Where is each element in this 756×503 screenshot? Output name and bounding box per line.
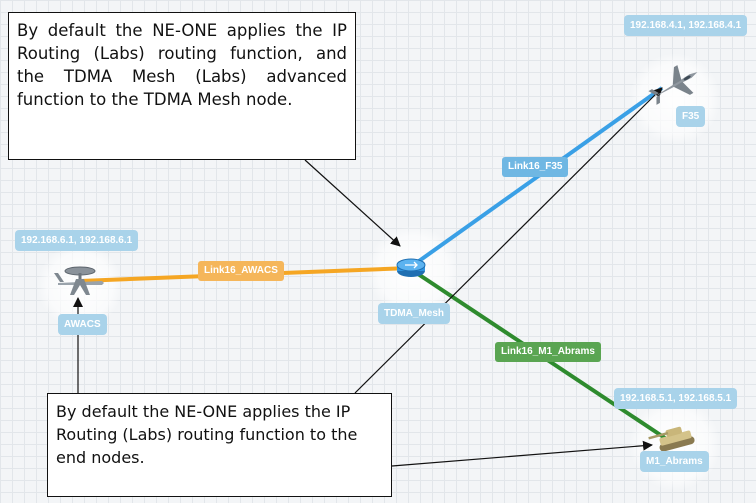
awacs-aircraft-icon[interactable]: [54, 266, 104, 295]
awacs-node-label[interactable]: AWACS: [58, 314, 107, 335]
link-awacs-label[interactable]: Link16_AWACS: [198, 261, 284, 281]
abrams-ip-tag: 192.168.5.1, 192.168.5.1: [614, 388, 738, 409]
link-f35-label[interactable]: Link16_F35: [502, 157, 569, 177]
f35-ip-tag: 192.168.4.1, 192.168.4.1: [624, 15, 748, 36]
abrams-node-label[interactable]: M1_Abrams: [640, 451, 709, 472]
fighter-jet-icon[interactable]: [644, 58, 705, 112]
hub-node-label[interactable]: TDMA_Mesh: [378, 303, 451, 324]
f35-node-label[interactable]: F35: [676, 106, 706, 127]
link-abrams-label[interactable]: Link16_M1_Abrams: [495, 342, 601, 362]
router-hub-icon[interactable]: [396, 258, 426, 277]
callout-arrow-to-hub: [304, 159, 401, 247]
tank-icon[interactable]: [648, 424, 696, 455]
callout-arrow-to-f35: [354, 87, 663, 394]
callout-tdma-mesh-note: By default the NE-ONE applies the IP Rou…: [8, 12, 356, 160]
awacs-ip-tag: 192.168.6.1, 192.168.6.1: [15, 230, 139, 251]
link-f35-line[interactable]: [410, 86, 664, 268]
callout-end-nodes-note: By default the NE-ONE applies the IP Rou…: [47, 393, 392, 497]
callout-arrow-to-abrams: [391, 440, 653, 467]
